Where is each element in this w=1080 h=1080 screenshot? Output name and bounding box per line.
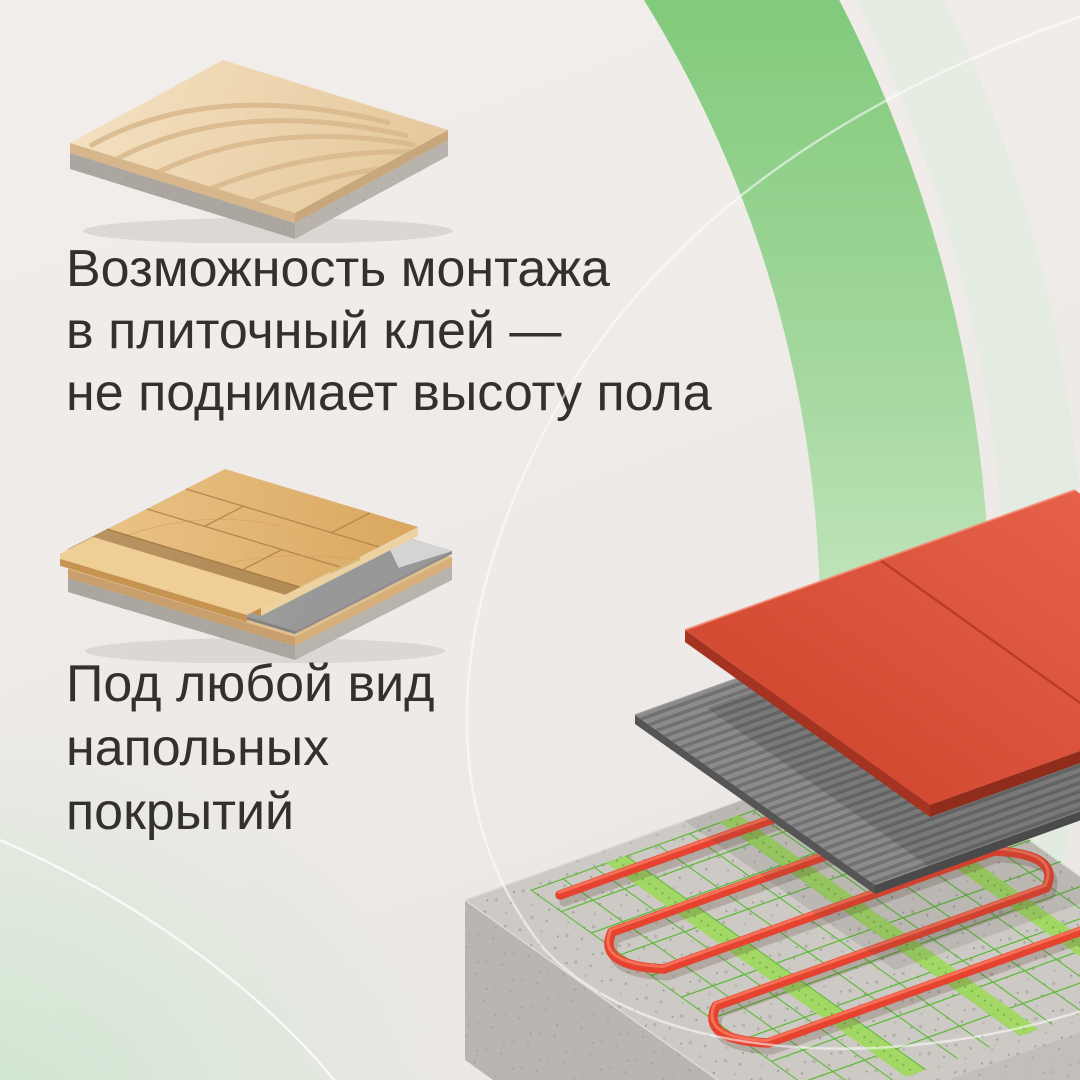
plywood-layer xyxy=(68,489,452,646)
headline-line: Возможность монтажа xyxy=(66,240,610,298)
mesh-tape-strips xyxy=(606,774,1080,1077)
decorative-curve xyxy=(0,838,336,1080)
headline-line: в плиточный клей — xyxy=(66,302,562,360)
tile-adhesive-layer xyxy=(634,576,1080,894)
wood-grain xyxy=(119,518,361,579)
floor-tile-shadow xyxy=(707,577,1080,883)
screed-base xyxy=(70,70,448,239)
screed-base xyxy=(68,498,452,660)
ceramic-tile xyxy=(70,60,448,223)
wood-plank-layer xyxy=(60,469,418,622)
green-ring xyxy=(643,0,990,1080)
tile-seam xyxy=(879,558,1080,705)
headline-line: Под любой вид xyxy=(66,655,435,713)
heating-mat-exploded-illustration xyxy=(464,489,1080,1080)
green-mesh-mat xyxy=(530,754,1080,1080)
plank-seams xyxy=(106,488,380,588)
pulled-plank xyxy=(60,537,286,622)
heating-cable xyxy=(555,772,1080,1055)
headline-montage: Возможность монтажа в плиточный клей — н… xyxy=(66,238,712,424)
concrete-slab xyxy=(464,744,1080,1080)
plank-gap xyxy=(68,529,300,607)
adhesive-shadow xyxy=(655,745,1080,970)
ceramic-tile-illustration xyxy=(70,60,453,243)
tile-carved-pattern xyxy=(88,102,423,209)
underlay-curled-corner xyxy=(380,530,452,568)
headline-line: напольных xyxy=(66,719,330,777)
headline-coverings: Под любой вид напольных покрытий xyxy=(66,652,435,844)
outer-faint-arc xyxy=(855,0,1080,1080)
decorative-curve xyxy=(465,15,1080,1050)
floor-tile-layer xyxy=(684,489,1080,817)
headline-line: покрытий xyxy=(66,783,295,841)
headline-line: не поднимает высоту пола xyxy=(66,364,712,422)
wood-floor-layers-illustration xyxy=(60,469,452,663)
underlay-layer xyxy=(68,483,452,634)
